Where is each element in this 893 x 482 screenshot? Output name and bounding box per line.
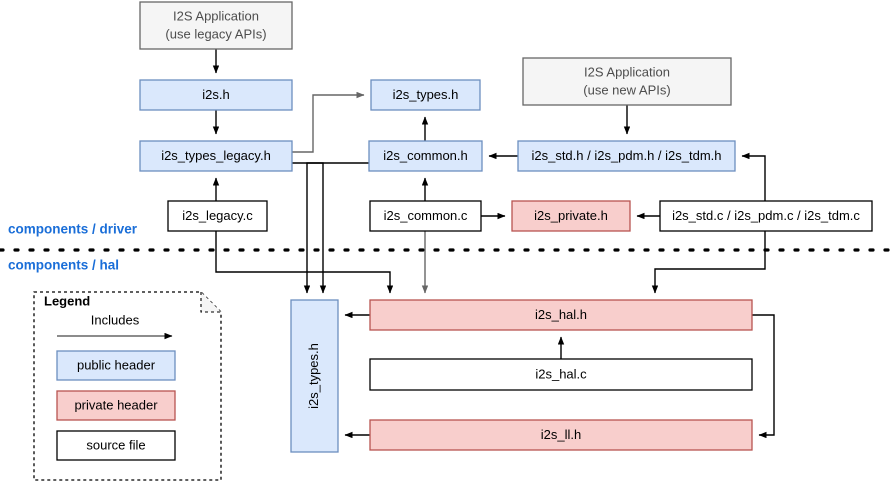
node-i2s-hal-h-label: i2s_hal.h [535, 307, 587, 322]
node-i2s-common-h-label: i2s_common.h [383, 148, 468, 163]
edge-i2s-types-legacy-h-to-i2s-types-h [292, 91, 365, 153]
zone-label-hal: components / hal [8, 258, 119, 273]
node-app-legacy-label-2: (use legacy APIs) [165, 26, 266, 41]
node-i2s-legacy-c[interactable]: i2s_legacy.c [167, 200, 268, 232]
node-layer: I2S Application (use legacy APIs) i2s.h … [139, 1, 873, 453]
node-i2s-hal-c[interactable]: i2s_hal.c [369, 358, 753, 391]
edge-i2s-std-c-to-i2s-std-h [741, 152, 766, 201]
legend-arrow-label: Includes [91, 312, 140, 327]
node-app-new-label-2: (use new APIs) [583, 82, 670, 97]
edge-i2s-legacy-c-to-i2s-hal-h [215, 231, 394, 294]
legend-fold-corner-icon [200, 292, 221, 313]
node-i2s-types-h-label: i2s_types.h [393, 87, 459, 102]
node-i2s-private-h[interactable]: i2s_private.h [511, 200, 631, 232]
zone-label-driver: components / driver [8, 222, 138, 237]
legend-public-header-label: public header [77, 357, 156, 372]
node-i2s-legacy-c-label: i2s_legacy.c [182, 208, 253, 223]
node-i2s-types-h-hal[interactable]: i2s_types.h [290, 299, 339, 453]
node-i2s-types-h-hal-label: i2s_types.h [306, 343, 321, 409]
node-i2s-hal-h[interactable]: i2s_hal.h [369, 299, 753, 331]
node-i2s-types-legacy-h-label: i2s_types_legacy.h [161, 148, 271, 163]
node-i2s-std-c[interactable]: i2s_std.c / i2s_pdm.c / i2s_tdm.c [659, 200, 873, 232]
node-i2s-ll-h[interactable]: i2s_ll.h [369, 419, 753, 451]
node-i2s-types-h[interactable]: i2s_types.h [370, 79, 481, 111]
node-app-legacy[interactable]: I2S Application (use legacy APIs) [139, 1, 293, 50]
node-i2s-ll-h-label: i2s_ll.h [541, 427, 581, 442]
node-i2s-std-h-label: i2s_std.h / i2s_pdm.h / i2s_tdm.h [531, 148, 721, 163]
connector-layer [212, 49, 775, 439]
node-i2s-private-h-label: i2s_private.h [534, 208, 608, 223]
legend-item-source-file: source file [56, 430, 176, 461]
node-i2s-common-c[interactable]: i2s_common.c [369, 200, 482, 232]
node-i2s-std-c-label: i2s_std.c / i2s_pdm.c / i2s_tdm.c [672, 208, 860, 223]
node-app-legacy-label-1: I2S Application [173, 8, 259, 23]
legend-source-file-label: source file [86, 437, 145, 452]
node-i2s-types-legacy-h[interactable]: i2s_types_legacy.h [139, 140, 293, 172]
edge-i2s-std-c-to-i2s-hal-h [651, 231, 766, 294]
node-i2s-h[interactable]: i2s.h [139, 79, 293, 111]
legend: Legend Includes public header private he… [33, 291, 222, 481]
legend-item-private-header: private header [56, 390, 176, 421]
node-app-new-label-1: I2S Application [584, 64, 670, 79]
legend-item-public-header: public header [56, 350, 176, 381]
node-i2s-hal-c-label: i2s_hal.c [535, 366, 587, 381]
edge-i2s-hal-h-to-i2s-ll-h [752, 314, 775, 439]
legend-title: Legend [44, 293, 90, 308]
node-i2s-std-h[interactable]: i2s_std.h / i2s_pdm.h / i2s_tdm.h [517, 140, 736, 172]
legend-private-header-label: private header [74, 397, 158, 412]
node-i2s-h-label: i2s.h [202, 87, 229, 102]
node-i2s-common-c-label: i2s_common.c [384, 208, 468, 223]
node-i2s-common-h[interactable]: i2s_common.h [368, 140, 483, 172]
edge-i2s-common-h-to-i2s-types-h-hal [303, 162, 369, 294]
node-app-new[interactable]: I2S Application (use new APIs) [522, 57, 732, 106]
